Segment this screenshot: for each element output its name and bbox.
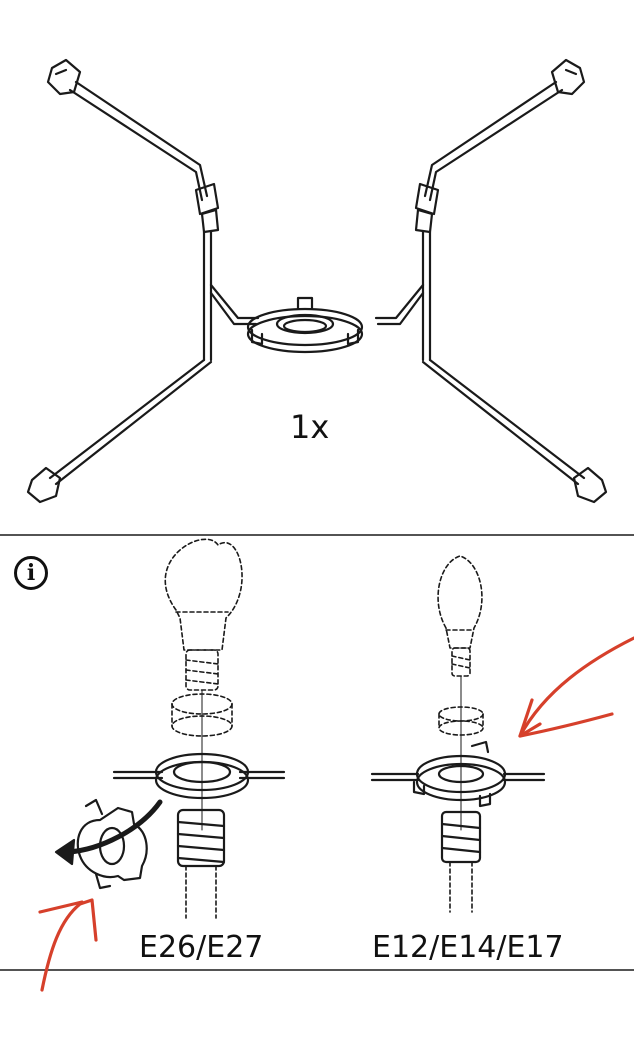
handwritten-annotations bbox=[38, 636, 634, 992]
annotation-arrow-right bbox=[518, 636, 634, 738]
socket-label-large: E26/E27 bbox=[139, 930, 264, 965]
socket-label-small: E12/E14/E17 bbox=[372, 930, 564, 965]
annotation-arrow-left-tick bbox=[38, 900, 84, 914]
annotation-arrow-left bbox=[40, 898, 98, 992]
shade-frame bbox=[26, 58, 608, 504]
small-bulb-assembly bbox=[370, 555, 546, 913]
info-icon: i bbox=[14, 556, 48, 590]
large-bulb-assembly bbox=[54, 538, 286, 919]
quantity-label: 1x bbox=[290, 408, 330, 446]
annotation-arrow-right-head bbox=[518, 698, 542, 738]
